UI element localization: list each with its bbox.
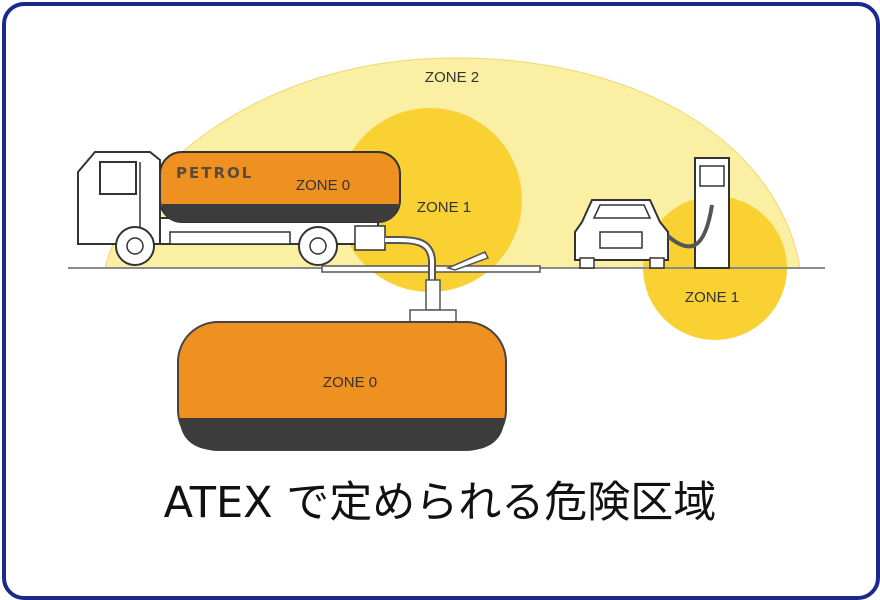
dispenser-zone-1-label: ZONE 1 <box>685 289 739 306</box>
fill-point-zone-1-label: ZONE 1 <box>417 199 471 216</box>
car <box>574 199 669 269</box>
underground-zone-0-label: ZONE 0 <box>323 374 377 391</box>
fill-point-cover <box>445 251 490 271</box>
tanker-label: PETROL <box>176 164 253 182</box>
tanker-truck <box>77 151 401 266</box>
underground-tank <box>177 321 507 451</box>
diagram-caption: ATEX で定められる危険区域 <box>163 478 717 528</box>
tanker-zone-0-label: ZONE 0 <box>296 177 350 194</box>
fuel-dispenser <box>666 157 730 269</box>
fill-pipe <box>425 279 441 311</box>
tanker-tank <box>159 151 401 223</box>
zone-2-label: ZONE 2 <box>425 69 479 86</box>
